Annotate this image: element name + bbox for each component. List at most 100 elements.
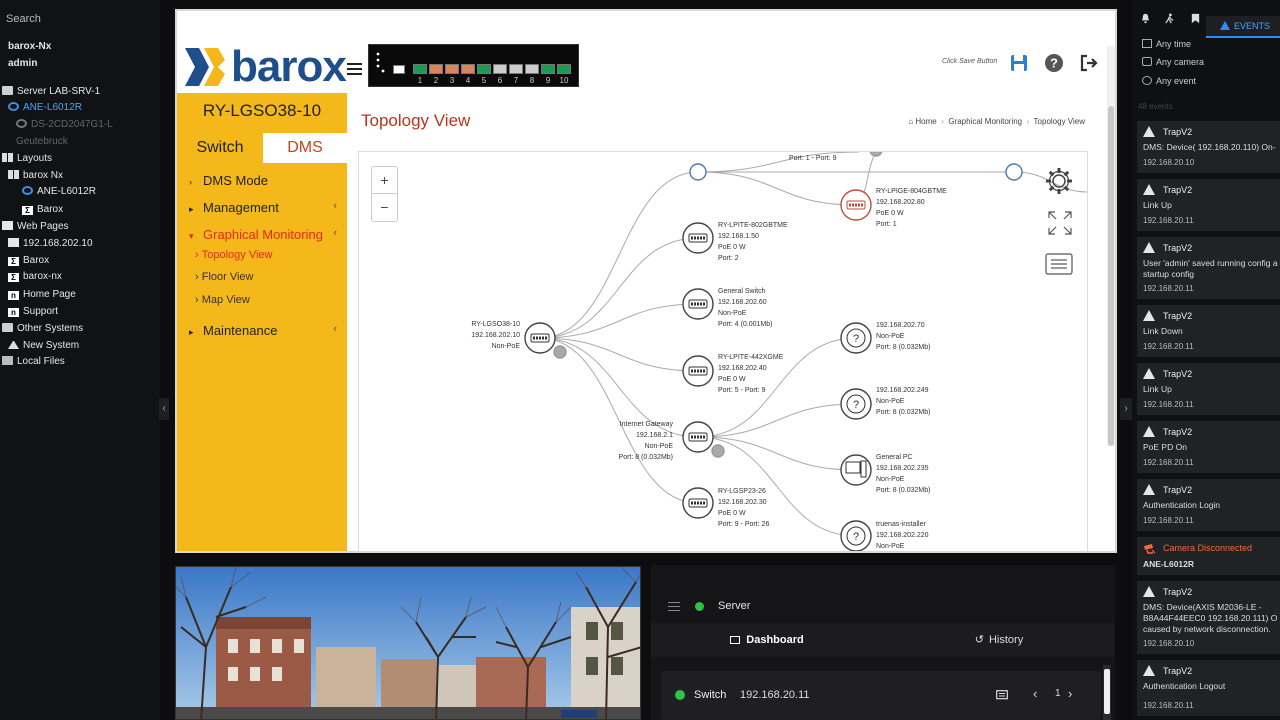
collapse-node-button[interactable] [869,152,883,157]
device-node[interactable] [840,388,872,420]
tree-item[interactable]: Local Files [2,354,65,370]
filter-event[interactable]: Any event [1142,76,1196,86]
menu-floor-view[interactable]: › Floor View [195,271,254,283]
menu-map-view[interactable]: › Map View [195,294,250,306]
motion-icon[interactable] [1164,13,1175,24]
port-number: 8 [529,76,535,85]
switch-port[interactable] [541,64,555,74]
switch-port[interactable] [413,64,427,74]
switch-port[interactable] [493,64,507,74]
menu-maintenance[interactable]: ▸Maintenance‹ [189,323,337,338]
save-icon[interactable] [1009,53,1029,73]
server-device-row[interactable]: Switch 192.168.20.11 ‹ 1 › [661,671,1101,720]
topology-graph[interactable]: ??? [359,152,1088,553]
menu-management[interactable]: ▸Management‹ [189,200,337,215]
port-dot [691,435,693,439]
filter-label: Any time [1156,39,1192,49]
tab-events[interactable]: EVENTS [1206,16,1280,38]
zoom-out-button[interactable]: − [380,199,389,215]
switch-port[interactable] [461,64,475,74]
left-panel-collapse-button[interactable]: ‹ [159,398,169,420]
page-scrollbar[interactable] [1107,46,1115,446]
zoom-in-button[interactable]: + [372,167,397,194]
tree-item[interactable]: Layouts [2,151,52,167]
collapsed-node[interactable] [1005,163,1023,181]
collapsed-node[interactable] [689,163,707,181]
switch-port[interactable] [445,64,459,74]
gear-icon[interactable] [1044,166,1074,196]
tree-item[interactable]: barox Nx [8,168,63,184]
switch-port[interactable] [477,64,491,74]
tree-item[interactable]: Other Systems [2,321,83,337]
menu-graphical-monitoring[interactable]: ▾Graphical Monitoring‹ [189,227,337,242]
menu-icon[interactable] [668,602,680,611]
switch-port[interactable] [509,64,523,74]
menu-dms-mode[interactable]: ›DMS Mode [189,173,269,188]
notification-icon[interactable] [1140,13,1151,24]
tree-item[interactable]: Geutebruck [16,134,68,150]
tree-item[interactable]: ANE-L6012R [8,100,82,116]
filter-camera[interactable]: Any camera [1142,57,1204,67]
filter-time[interactable]: Any time [1142,39,1191,49]
switch-port[interactable] [557,64,571,74]
scrollbar-thumb[interactable] [1108,106,1114,446]
tab-dms[interactable]: DMS [263,133,347,163]
collapse-node-button[interactable] [553,345,567,359]
tree-item[interactable]: Server LAB-SRV-1 [2,84,100,100]
search-input[interactable]: Search [6,13,41,25]
fullscreen-icon[interactable] [1047,210,1073,236]
menu-topology-view[interactable]: › Topology View [195,249,273,261]
tab-history[interactable]: ↺History [883,623,1115,657]
tab-dashboard[interactable]: Dashboard [651,623,883,657]
list-icon[interactable] [1045,253,1073,275]
switch-port[interactable] [429,64,443,74]
details-icon[interactable] [996,690,1008,701]
tree-item[interactable]: Web Pages [2,219,69,235]
right-panel-collapse-button[interactable]: › [1120,398,1132,420]
camera-view[interactable] [175,566,641,720]
bookmark-icon[interactable] [1190,13,1201,24]
up-icon [8,340,19,349]
tree-item[interactable]: New System [8,338,79,354]
device-node[interactable] [840,520,872,551]
tree-item[interactable]: admin [8,56,37,72]
tab-switch[interactable]: Switch [196,139,244,156]
logout-icon[interactable] [1079,53,1099,73]
events-panel: EVENTS Any time Any camera Any event 48 … [1132,0,1280,720]
node-label-line: PoE 0 W [718,376,746,383]
tree-item[interactable]: 192.168.202.10 [8,236,93,252]
help-icon[interactable]: ? [1044,53,1064,73]
breadcrumb-section[interactable]: Graphical Monitoring [948,117,1023,126]
tree-item[interactable]: ANE-L6012R [22,184,96,200]
tree-item[interactable]: barox-Nx [8,39,51,55]
menu-toggle-icon[interactable] [347,63,362,75]
device-node[interactable] [840,322,872,354]
layout-icon [2,153,13,162]
server-scrollbar[interactable] [1103,665,1111,720]
prev-page-icon[interactable]: ‹ [1033,686,1038,701]
collapse-node-button[interactable] [711,444,725,458]
breadcrumb-home[interactable]: Home [915,117,937,126]
next-page-icon[interactable]: › [1068,686,1073,701]
chevron-left-icon: ‹ [333,200,337,212]
tree-item[interactable]: DS-2CD2047G1-L [16,117,113,133]
switch-port[interactable] [525,64,539,74]
